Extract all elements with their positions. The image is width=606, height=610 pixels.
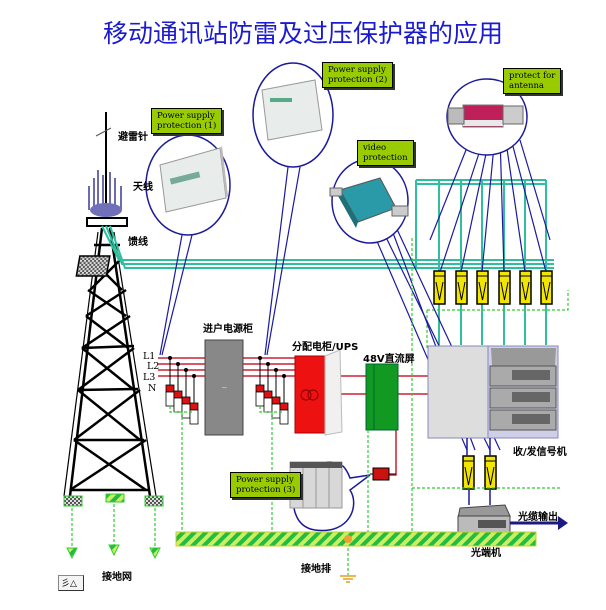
diagram-title: 移动通讯站防雷及过压保护器的应用 <box>102 19 503 48</box>
transceiver-rack <box>427 345 559 439</box>
label-dc-panel: 48V直流屏 <box>363 354 415 365</box>
callout-power-supply-protection-2: Power supply protection (2) <box>322 62 394 88</box>
label-feeder: 馈线 <box>128 237 148 248</box>
label-distribution-ups: 分配电柜/UPS <box>292 342 359 353</box>
feeder-grounding-clamp <box>75 255 111 277</box>
optical-arresters <box>462 438 497 505</box>
fiber-output-arrow <box>510 516 568 530</box>
ups-cabinet <box>324 349 343 436</box>
distribution-cabinet <box>294 355 326 434</box>
callout-power-supply-protection-1: Power supply protection (1) <box>151 108 223 134</box>
dc-surge-protector <box>370 467 396 481</box>
antenna-array <box>86 170 128 227</box>
antenna-signal-lines <box>429 134 551 273</box>
callout-video-protection: video protection <box>357 140 414 166</box>
grounding-bar <box>175 531 537 547</box>
callout-protect-for-antenna: protect for antenna <box>503 68 562 94</box>
label-phase-l1: L1 <box>143 351 156 362</box>
tower-ground-pads <box>63 493 164 560</box>
label-fiber-output: 光缆输出 <box>518 512 558 523</box>
dc-power-panel <box>365 363 399 431</box>
svg-text:~: ~ <box>221 383 228 392</box>
power-protection-2-callout-ring <box>252 62 334 356</box>
power-protection-3-callout-ring <box>289 461 371 532</box>
label-transceiver: 收/发信号机 <box>513 447 567 458</box>
antenna-protector-callout-ring <box>446 78 528 156</box>
lightning-rod-pointer <box>95 127 112 137</box>
shape-toolbar-button[interactable]: 彡△ <box>58 575 84 591</box>
label-phase-n: N <box>148 383 157 394</box>
label-grounding-grid: 接地网 <box>102 572 132 583</box>
incoming-power-cabinet <box>204 339 244 436</box>
spd-group-incoming <box>165 356 199 425</box>
ground-wires <box>71 238 560 575</box>
video-protector-callout-ring <box>329 158 409 244</box>
video-protector-device <box>329 177 409 228</box>
label-lightning-rod: 避雷针 <box>118 132 148 143</box>
label-phase-l2: L2 <box>147 361 160 372</box>
label-antenna: 天线 <box>133 182 153 193</box>
label-grounding-bar: 接地排 <box>301 564 331 575</box>
antenna-protector-device <box>447 104 524 128</box>
power-protection-1-callout-ring <box>145 134 231 356</box>
callout-power-supply-protection-3: Power supply protection (3) <box>230 472 302 498</box>
feeder-drops <box>438 180 547 345</box>
power-protector-2-device <box>261 79 323 141</box>
communication-tower <box>63 112 157 497</box>
grounding-bar-node <box>344 535 352 543</box>
antenna-arresters <box>433 270 553 305</box>
label-phase-l3: L3 <box>143 372 156 383</box>
label-incoming-power-cabinet: 进户电源柜 <box>203 324 253 335</box>
optical-terminal <box>457 504 511 535</box>
power-protector-1-device <box>159 146 228 213</box>
ground-symbol <box>340 575 356 583</box>
arrester-ground-line <box>427 290 569 311</box>
label-optical-terminal: 光端机 <box>471 548 501 559</box>
